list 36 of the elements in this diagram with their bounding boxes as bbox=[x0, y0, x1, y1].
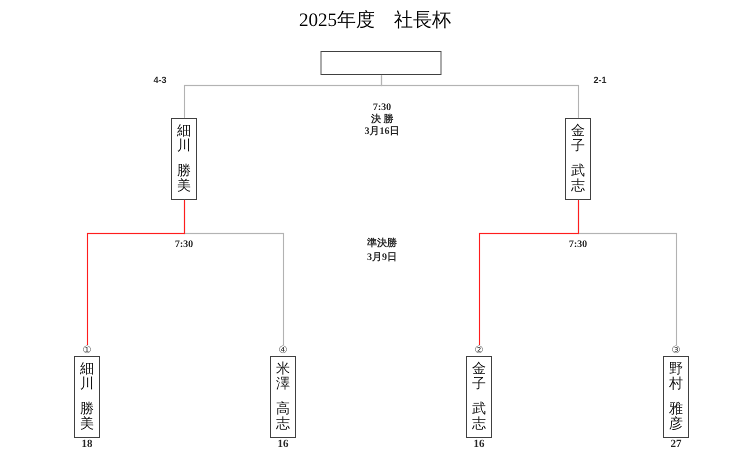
player-name: 武志 bbox=[472, 402, 486, 433]
match-time: 7:30 bbox=[372, 102, 392, 114]
name-card bbox=[565, 118, 591, 200]
player-name: 勝美 bbox=[80, 402, 94, 433]
player-score: 16 bbox=[474, 438, 484, 450]
match-time: 7:30 bbox=[174, 239, 194, 251]
round-name: 決 勝 bbox=[370, 114, 394, 126]
diagram-title: 2025年度 社長杯 bbox=[299, 9, 451, 33]
player-name: 金子 bbox=[472, 362, 486, 393]
match-score: 4-3 bbox=[154, 74, 166, 86]
player-score: 16 bbox=[278, 438, 288, 450]
player-name: 高志 bbox=[276, 402, 290, 433]
match-time: 7:30 bbox=[568, 239, 588, 251]
match-score: 2-1 bbox=[594, 74, 606, 86]
player-score: 27 bbox=[670, 438, 682, 450]
seed-number: ③ bbox=[672, 345, 680, 356]
player-name: 武志 bbox=[571, 164, 585, 195]
player-name: 野村 bbox=[669, 362, 683, 393]
bracket-line bbox=[478, 200, 580, 345]
seed-number: ② bbox=[474, 345, 484, 356]
seed-number: ① bbox=[82, 345, 92, 356]
match-date: 3月16日 bbox=[364, 126, 400, 138]
player-name: 雅彦 bbox=[669, 402, 683, 433]
name-card bbox=[171, 118, 197, 200]
player-name: 細川 bbox=[177, 124, 191, 155]
winner-slot bbox=[320, 51, 441, 75]
player-name: 勝美 bbox=[177, 164, 191, 195]
bracket-line bbox=[380, 75, 580, 118]
player-score: 18 bbox=[82, 438, 92, 450]
bracket-line bbox=[86, 200, 186, 345]
match-date: 3月9日 bbox=[367, 252, 397, 264]
seed-number: ④ bbox=[278, 345, 288, 356]
player-name: 金子 bbox=[571, 124, 585, 155]
player-name: 細川 bbox=[80, 362, 94, 393]
round-name: 準決勝 bbox=[367, 238, 397, 250]
player-name: 米澤 bbox=[276, 362, 290, 393]
